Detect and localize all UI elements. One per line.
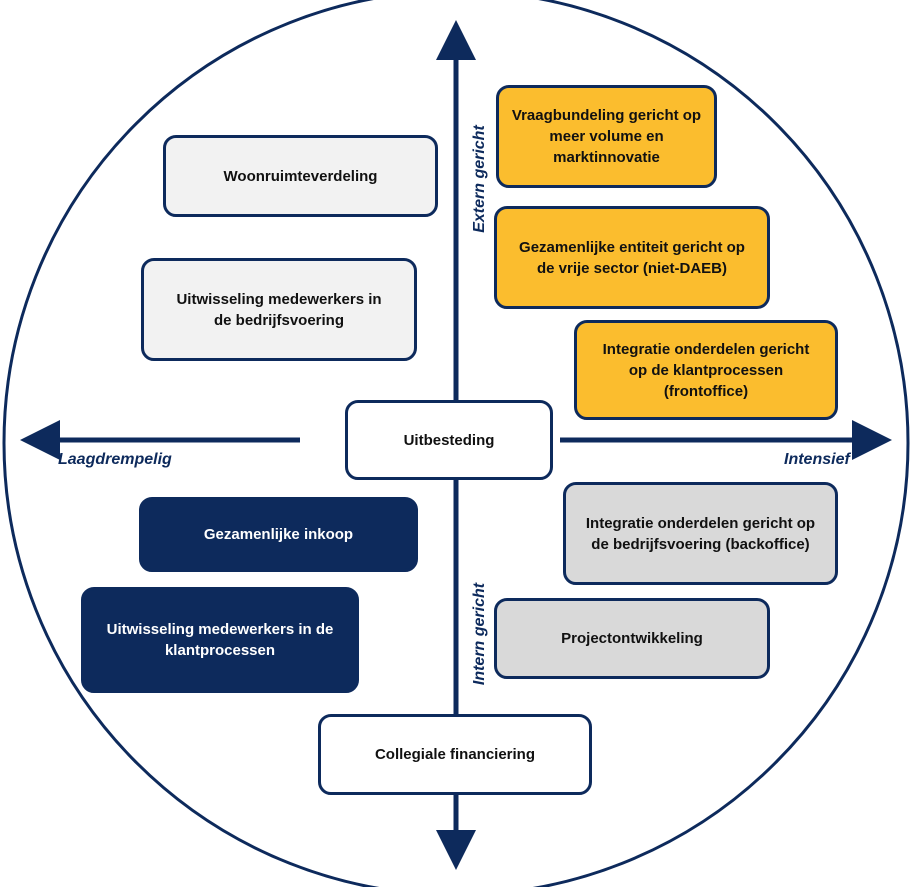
box-projectontwikkeling: Projectontwikkeling — [494, 598, 770, 679]
axis-label-top: Extern gericht — [471, 125, 488, 233]
box-label: Uitbesteding — [403, 431, 495, 449]
box-vraagbundeling: Vraagbundeling gericht op meer volume en… — [496, 85, 717, 188]
box-gezamenlijke-inkoop: Gezamenlijke inkoop — [139, 497, 418, 572]
box-uitwisseling-bedrijfsvoering: Uitwisseling medewerkers in de bedrijfsv… — [141, 258, 417, 361]
box-collegiale-financiering: Collegiale financiering — [318, 714, 592, 795]
box-uitbesteding: Uitbesteding — [345, 400, 553, 480]
box-gezamenlijke-entiteit: Gezamenlijke entiteit gericht op de vrij… — [494, 206, 770, 309]
box-label: Integratie onderdelen gericht op de klan… — [602, 340, 810, 400]
box-integratie-frontoffice: Integratie onderdelen gericht op de klan… — [574, 320, 838, 420]
box-label: Gezamenlijke entiteit gericht op de vrij… — [519, 238, 745, 277]
box-label: Uitwisseling medewerkers in de klantproc… — [106, 621, 334, 659]
axis-label-left: Laagdrempelig — [58, 451, 172, 468]
box-label: Integratie onderdelen gericht op de bedr… — [585, 514, 816, 553]
box-label: Collegiale financiering — [374, 746, 536, 763]
box-uitwisseling-klantprocessen: Uitwisseling medewerkers in de klantproc… — [81, 587, 359, 693]
box-label: Woonruimteverdeling — [223, 167, 378, 185]
box-integratie-backoffice: Integratie onderdelen gericht op de bedr… — [563, 482, 838, 585]
box-label: Projectontwikkeling — [561, 630, 703, 647]
axis-label-bottom: Intern gericht — [471, 582, 488, 686]
box-label: Gezamenlijke inkoop — [203, 526, 354, 543]
box-label: Vraagbundeling gericht op meer volume en… — [511, 107, 702, 166]
axis-label-right: Intensief — [784, 451, 850, 468]
box-label: Uitwisseling medewerkers in de bedrijfsv… — [176, 290, 382, 329]
box-woonruimteverdeling: Woonruimteverdeling — [163, 135, 438, 217]
